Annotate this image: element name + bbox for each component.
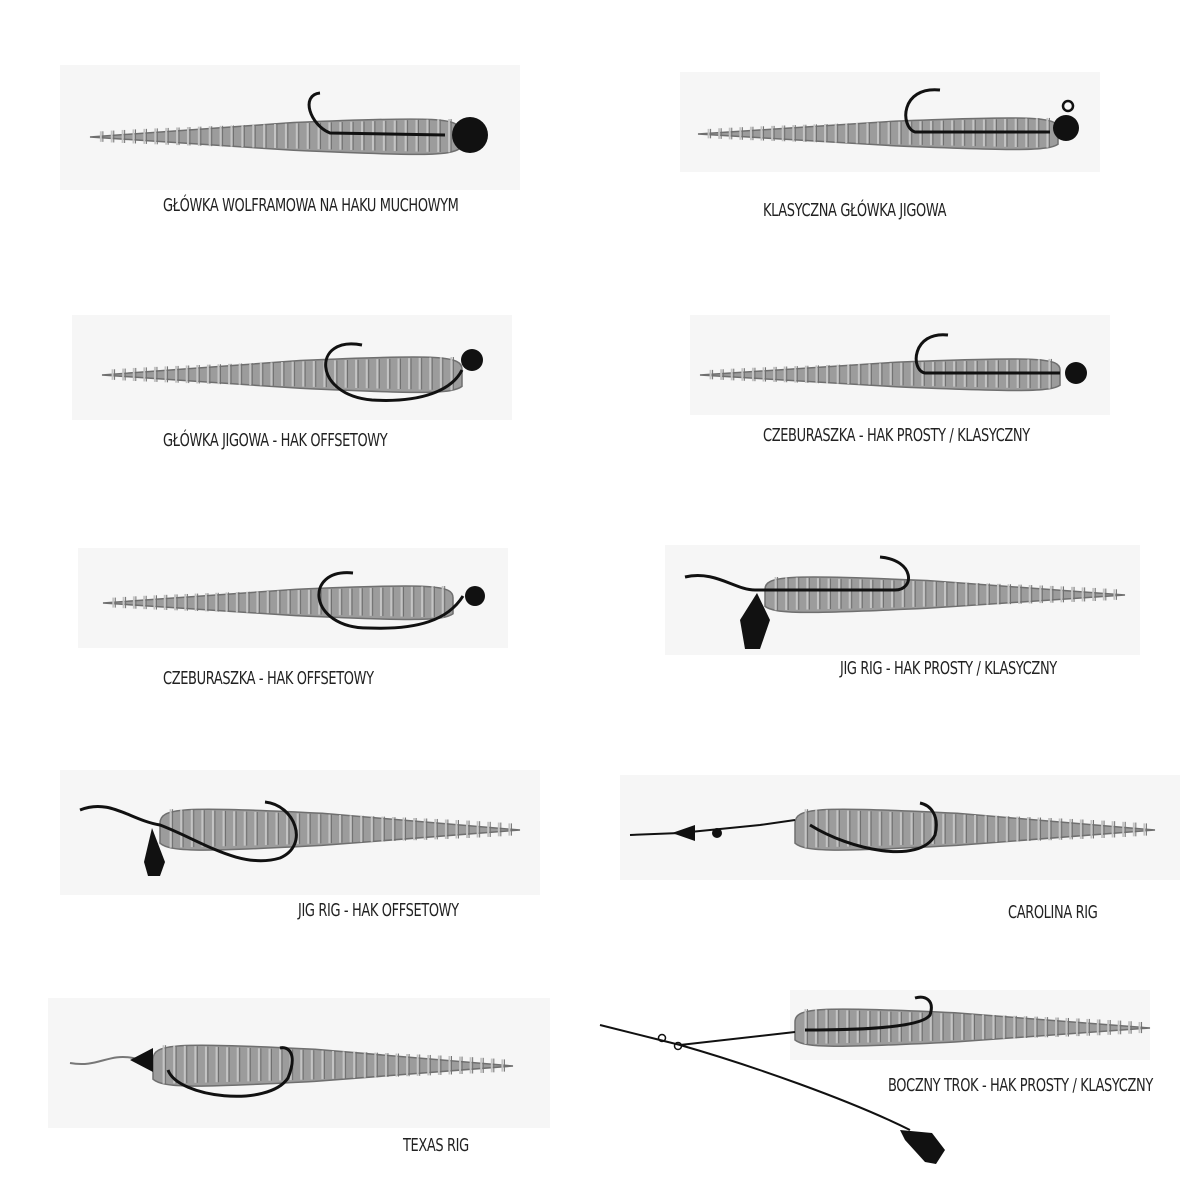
rig-illustration-1: [60, 65, 520, 190]
rig-caption-1: GŁÓWKA WOLFRAMOWA NA HAKU MUCHOWYM: [163, 195, 459, 216]
sinker-icon: [740, 593, 770, 649]
bullet-weight-icon: [672, 825, 695, 841]
rig-illustration-9: [48, 998, 550, 1128]
worm-body: [152, 1044, 514, 1087]
rig-panel-1: [60, 65, 520, 190]
rig-caption-4: CZEBURASZKA - HAK PROSTY / KLASYCZNY: [763, 425, 1030, 446]
cheburashka-weight-icon: [465, 586, 485, 606]
rig-illustration-6: [665, 545, 1140, 655]
drop-shot-weight-icon: [900, 1130, 945, 1164]
worm-body: [159, 808, 521, 851]
rig-panel-9: [48, 998, 550, 1128]
bullet-weight-icon: [130, 1048, 153, 1072]
cheburashka-weight-icon: [1065, 362, 1087, 384]
rig-caption-8: CAROLINA RIG: [1008, 902, 1098, 923]
rig-caption-10: BOCZNY TROK - HAK PROSTY / KLASYCZNY: [888, 1075, 1153, 1096]
rig-illustration-4: [690, 315, 1110, 415]
rig-illustration-7: [60, 770, 540, 895]
rig-caption-9: TEXAS RIG: [403, 1135, 469, 1156]
rig-panel-8: [620, 775, 1180, 880]
jig-head-icon: [1053, 115, 1079, 141]
rig-panel-2: [680, 72, 1100, 172]
rig-illustration-8: [620, 775, 1180, 880]
rig-illustration-3: [72, 315, 512, 420]
rig-panel-3: [72, 315, 512, 420]
rig-caption-3: GŁÓWKA JIGOWA - HAK OFFSETOWY: [163, 430, 388, 451]
jig-head-icon: [461, 349, 483, 371]
rig-panel-10: [599, 990, 1160, 1170]
rig-illustration-10: [599, 990, 1151, 1164]
rig-panel-5: [78, 548, 508, 648]
rig-illustration-5: [78, 548, 508, 648]
rig-panel-6: [665, 545, 1140, 655]
sinker-icon: [144, 828, 165, 876]
worm-body: [794, 808, 1156, 851]
rig-caption-2: KLASYCZNA GŁÓWKA JIGOWA: [763, 200, 947, 221]
bead-icon: [712, 828, 722, 838]
rig-illustration-2: [680, 72, 1100, 172]
rig-caption-7: JIG RIG - HAK OFFSETOWY: [298, 900, 459, 921]
rig-panel-4: [690, 315, 1110, 415]
tungsten-head-icon: [452, 117, 488, 153]
rig-panel-7: [60, 770, 540, 895]
worm-body: [764, 576, 1126, 614]
rig-caption-5: CZEBURASZKA - HAK OFFSETOWY: [163, 668, 374, 689]
rig-caption-6: JIG RIG - HAK PROSTY / KLASYCZNY: [840, 658, 1057, 679]
